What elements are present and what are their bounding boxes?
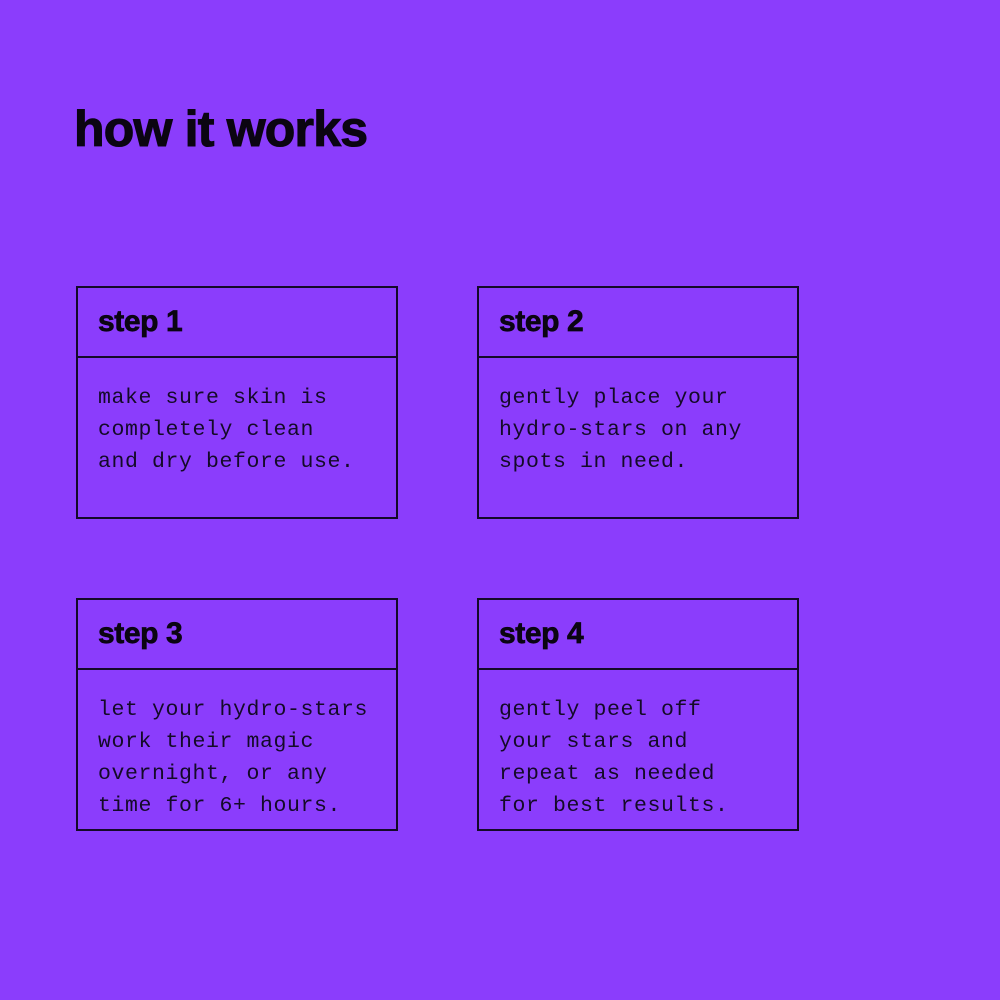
step-card-header-2: step 2 [479,288,797,358]
step-card-text-2: gently place your hydro-stars on any spo… [499,386,743,474]
step-card-1: step 1 make sure skin is completely clea… [76,286,398,519]
step-card-header-4: step 4 [479,600,797,670]
step-card-title-3: step 3 [98,617,183,651]
step-card-text-1: make sure skin is completely clean and d… [98,386,355,474]
step-card-body-4: gently peel off your stars and repeat as… [479,670,797,829]
page-title: how it works [73,100,368,157]
step-card-body-2: gently place your hydro-stars on any spo… [479,358,797,517]
step-card-4: step 4 gently peel off your stars and re… [477,598,799,831]
steps-grid: step 1 make sure skin is completely clea… [76,286,800,831]
step-card-title-1: step 1 [98,305,183,339]
step-card-header-3: step 3 [78,600,396,670]
step-card-header-1: step 1 [78,288,396,358]
step-card-body-3: let your hydro-stars work their magic ov… [78,670,396,829]
step-card-text-3: let your hydro-stars work their magic ov… [98,698,369,818]
step-card-title-2: step 2 [499,305,584,339]
step-card-body-1: make sure skin is completely clean and d… [78,358,396,517]
step-card-title-4: step 4 [499,617,584,651]
step-card-text-4: gently peel off your stars and repeat as… [499,698,729,818]
step-card-3: step 3 let your hydro-stars work their m… [76,598,398,831]
step-card-2: step 2 gently place your hydro-stars on … [477,286,799,519]
